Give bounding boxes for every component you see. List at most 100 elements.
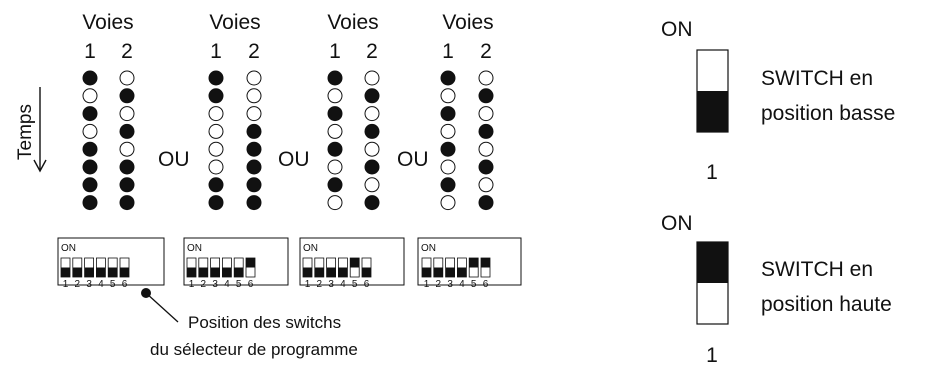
lamp-dot-off (478, 141, 494, 157)
legend-switch-down: ON 1 SWITCH en position basse (661, 18, 895, 184)
dip-lever-down (445, 267, 455, 277)
dip-position-number: 3 (447, 279, 453, 290)
dot-grid (82, 70, 135, 211)
dip-position-number: 6 (122, 279, 128, 290)
lamp-dot-on (440, 177, 456, 193)
dip-position-number: 5 (236, 279, 242, 290)
lamp-dot-on (82, 70, 98, 86)
channel-number-1: 1 (210, 40, 222, 63)
time-axis: Temps (15, 87, 47, 173)
lamp-dot-on (478, 159, 494, 175)
dip-lever-down (303, 267, 312, 277)
lamp-dot-off (327, 195, 343, 211)
lamp-dot-on (82, 106, 98, 122)
legend-text-line-2: position haute (761, 293, 892, 316)
lamp-dot-off (364, 106, 380, 122)
channels-title: Voies (82, 11, 133, 34)
dip-position-number: 1 (305, 279, 311, 290)
lamp-dot-on (440, 141, 456, 157)
lamp-dot-off (82, 88, 98, 104)
dip-lever-down (314, 267, 324, 277)
lamp-dot-off (82, 123, 98, 139)
lamp-dot-on (119, 177, 135, 193)
dip-lever-down (433, 267, 443, 277)
channel-number-1: 1 (84, 40, 96, 63)
lamp-dot-on (82, 195, 98, 211)
dip-position-number: 2 (75, 279, 81, 290)
dip-lever-down (326, 267, 336, 277)
lamp-dot-off (478, 106, 494, 122)
dip-position-number: 6 (248, 279, 254, 290)
lamp-dot-off (440, 195, 456, 211)
lamp-dot-on (364, 159, 380, 175)
dip-lever-down (457, 267, 467, 277)
dip-on-label: ON (187, 243, 202, 254)
dip-lever-down (61, 267, 70, 277)
dip-lever-down (210, 267, 220, 277)
dip-lever-down (422, 267, 431, 277)
lamp-dot-off (246, 106, 262, 122)
lamp-dot-on (208, 177, 224, 193)
channels-title: Voies (209, 11, 260, 34)
dip-lever-down (187, 267, 196, 277)
dip-position-number: 1 (189, 279, 195, 290)
dip-position-number: 3 (212, 279, 218, 290)
dip-position-number: 3 (328, 279, 334, 290)
dip-lever-up (246, 258, 255, 268)
or-separator-2: OU (278, 148, 310, 171)
dip-lever-down (72, 267, 82, 277)
dip-lever-up (350, 258, 360, 268)
dip-lever-down (338, 267, 348, 277)
dot-grid (208, 70, 262, 211)
legend-on-label: ON (661, 18, 693, 41)
dip-position-number: 4 (340, 279, 346, 290)
legend-number: 1 (706, 344, 718, 367)
dip-lever-down (108, 267, 118, 277)
lamp-dot-on (246, 159, 262, 175)
lamp-dot-off (119, 141, 135, 157)
lamp-dot-on (327, 106, 343, 122)
lamp-dot-off (364, 70, 380, 86)
dip-position-number: 1 (424, 279, 430, 290)
pointer-line (145, 292, 179, 323)
lamp-dot-off (440, 88, 456, 104)
dip-lever-down (198, 267, 208, 277)
legend-text-line-1: SWITCH en (761, 67, 873, 90)
dip-position-number: 2 (201, 279, 207, 290)
dip-position-number: 4 (459, 279, 465, 290)
lamp-dot-off (364, 141, 380, 157)
channels-title: Voies (442, 11, 493, 34)
legend-on-label: ON (661, 212, 693, 235)
lamp-dot-on (82, 177, 98, 193)
lamp-dot-on (246, 195, 262, 211)
lamp-dot-on (208, 70, 224, 86)
lamp-dot-on (440, 70, 456, 86)
dip-position-number: 4 (98, 279, 104, 290)
channel-number-2: 2 (248, 40, 260, 63)
lamp-dot-on (364, 88, 380, 104)
lamp-dot-on (82, 141, 98, 157)
lamp-dot-on (246, 141, 262, 157)
lamp-dot-off (478, 70, 494, 86)
legend-text-line-2: position basse (761, 102, 895, 125)
lamp-dot-off (327, 159, 343, 175)
lamp-dot-on (82, 159, 98, 175)
time-label: Temps (15, 104, 36, 160)
channel-number-2: 2 (121, 40, 133, 63)
lamp-dot-on (246, 123, 262, 139)
lamp-dot-on (327, 70, 343, 86)
lamp-dot-off (246, 88, 262, 104)
note-pointer (141, 288, 179, 323)
lamp-dot-off (327, 123, 343, 139)
legend-text-line-1: SWITCH en (761, 258, 873, 281)
lamp-dot-off (440, 159, 456, 175)
lamp-dot-on (208, 195, 224, 211)
legend-number: 1 (706, 161, 718, 184)
lamp-dot-off (208, 106, 224, 122)
time-arrow-head (33, 159, 47, 173)
